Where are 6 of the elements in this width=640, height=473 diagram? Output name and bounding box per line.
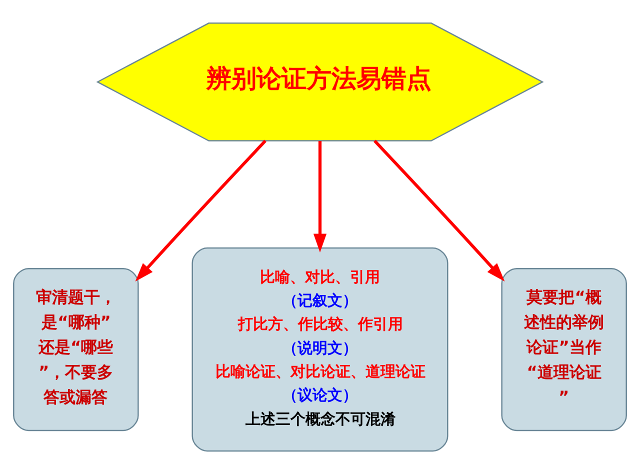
node-box: 比喻、对比、引用 （记叙文） 打比方、作比较、作引用 （说明文） 比喻论证、对比论证、道理论证 （议论文） 上述三个概念不可混淆 xyxy=(192,246,448,452)
arrow xyxy=(135,139,266,281)
node-box: 审清题干，是“哪种”还是“哪些”，不要多答或漏答 xyxy=(13,267,139,431)
arrow xyxy=(374,139,505,281)
node-box: 莫要把“概述性的举例论证”当作“道理论证” xyxy=(501,267,627,431)
arrow xyxy=(313,140,327,252)
